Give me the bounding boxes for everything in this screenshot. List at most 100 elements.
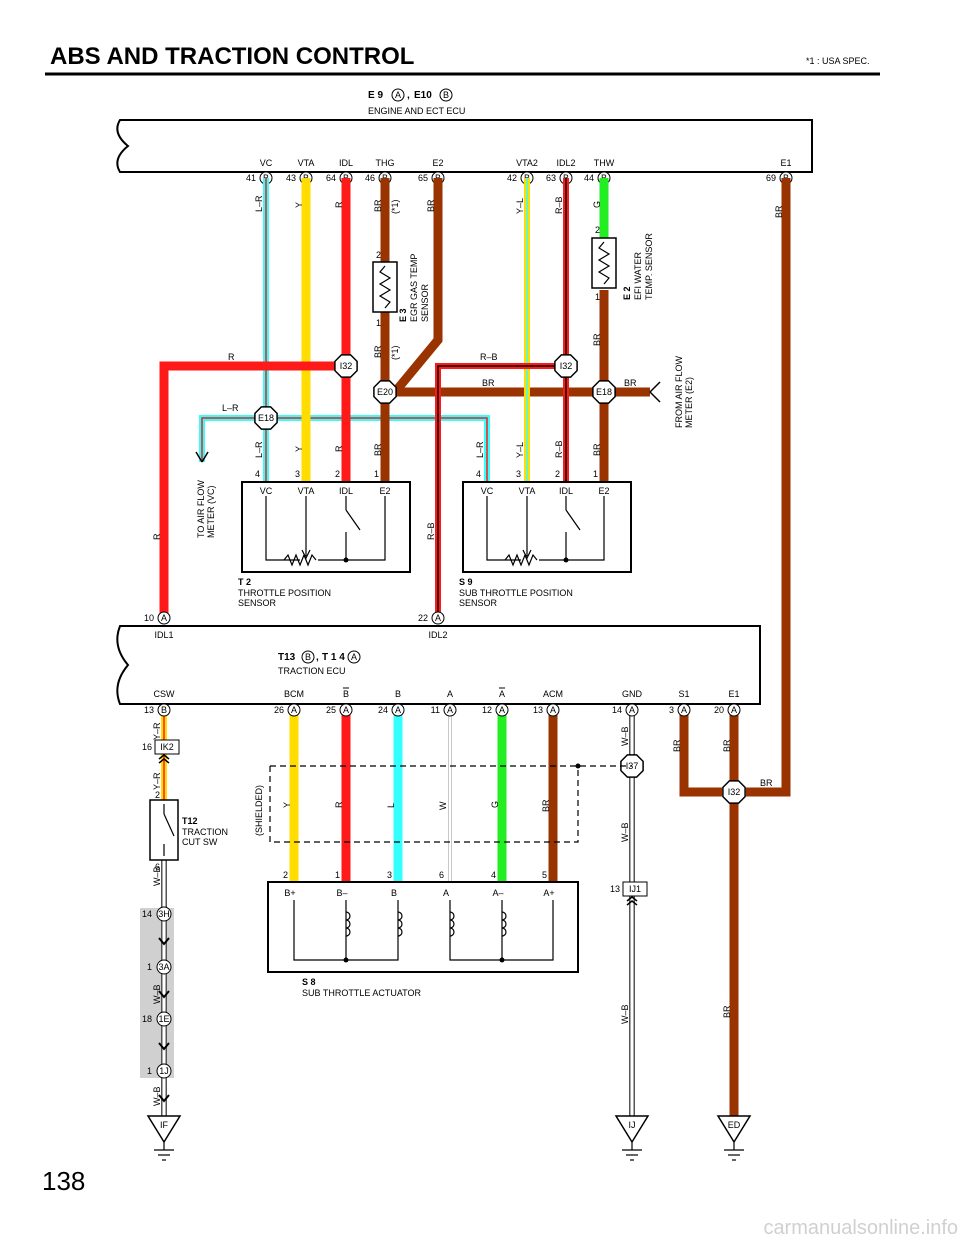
svg-text:11: 11 bbox=[431, 705, 440, 715]
spec-note: *1 : USA SPEC. bbox=[806, 56, 870, 66]
svg-text:2: 2 bbox=[376, 250, 381, 260]
svg-text:14: 14 bbox=[612, 705, 622, 715]
svg-text:S1: S1 bbox=[678, 689, 689, 699]
svg-text:46: 46 bbox=[365, 173, 375, 183]
svg-text:BR: BR bbox=[760, 778, 773, 788]
svg-text:THW: THW bbox=[594, 158, 615, 168]
svg-text:BR: BR bbox=[774, 205, 784, 218]
svg-text:B: B bbox=[343, 689, 349, 699]
svg-text:BR: BR bbox=[722, 739, 732, 752]
svg-text:B–: B– bbox=[336, 888, 347, 898]
svg-text:2: 2 bbox=[555, 469, 560, 479]
svg-text:BCM: BCM bbox=[284, 689, 304, 699]
svg-text:W–B: W–B bbox=[152, 984, 162, 1004]
svg-text:I32: I32 bbox=[560, 361, 573, 371]
coil-2 bbox=[449, 911, 455, 937]
svg-text:A: A bbox=[435, 613, 441, 623]
ground-ij: IJ bbox=[614, 1115, 650, 1161]
svg-text:1: 1 bbox=[147, 962, 152, 972]
svg-text:ED: ED bbox=[728, 1120, 741, 1130]
svg-text:L–R: L–R bbox=[475, 441, 485, 458]
svg-text:VTA2: VTA2 bbox=[516, 158, 538, 168]
svg-text:BR: BR bbox=[592, 443, 602, 456]
svg-text:Y–L: Y–L bbox=[515, 198, 525, 214]
svg-text:ACM: ACM bbox=[543, 689, 563, 699]
svg-text:A: A bbox=[443, 888, 449, 898]
svg-text:ENGINE AND ECT ECU: ENGINE AND ECT ECU bbox=[368, 106, 465, 116]
svg-text:T 1 4: T 1 4 bbox=[322, 652, 345, 663]
svg-text:43: 43 bbox=[286, 173, 296, 183]
svg-text:69: 69 bbox=[766, 173, 776, 183]
svg-text:BR: BR bbox=[624, 378, 637, 388]
svg-text:TO AIR FLOW: TO AIR FLOW bbox=[196, 480, 206, 538]
svg-text:BR: BR bbox=[722, 1005, 732, 1018]
junction-i32-lower: I32 bbox=[722, 780, 746, 804]
svg-text:A: A bbox=[291, 705, 297, 715]
svg-text:2: 2 bbox=[335, 469, 340, 479]
svg-text:2: 2 bbox=[155, 790, 160, 800]
svg-text:T13: T13 bbox=[278, 652, 296, 663]
svg-text:VTA: VTA bbox=[298, 158, 315, 168]
svg-text:IK2: IK2 bbox=[160, 742, 174, 752]
svg-text:BR: BR bbox=[373, 443, 383, 456]
junction-i32-upper-right: I32 bbox=[554, 354, 578, 378]
svg-text:E 9: E 9 bbox=[368, 90, 383, 101]
svg-text:TEMP. SENSOR: TEMP. SENSOR bbox=[644, 233, 654, 300]
traction-ecu-label: T13 B , T 1 4 A TRACTION ECU bbox=[278, 650, 361, 676]
svg-text:A: A bbox=[161, 613, 167, 623]
svg-text:IDL1: IDL1 bbox=[154, 630, 173, 640]
svg-text:2: 2 bbox=[595, 225, 600, 235]
svg-text:Y: Y bbox=[282, 802, 292, 808]
s8-pin-2: 3B bbox=[387, 870, 397, 898]
svg-text:SENSOR: SENSOR bbox=[459, 598, 498, 608]
svg-text:THG: THG bbox=[376, 158, 395, 168]
svg-text:A: A bbox=[447, 705, 453, 715]
svg-text:METER (E2): METER (E2) bbox=[684, 377, 694, 428]
wires bbox=[159, 178, 791, 1122]
s8-pin-4: 4A– bbox=[491, 870, 504, 898]
svg-text:,: , bbox=[407, 90, 410, 101]
svg-text:24: 24 bbox=[378, 705, 388, 715]
svg-text:CUT SW: CUT SW bbox=[182, 837, 218, 847]
svg-text:A: A bbox=[499, 689, 505, 699]
svg-text:22: 22 bbox=[418, 613, 428, 623]
svg-text:TRACTION: TRACTION bbox=[182, 827, 228, 837]
svg-text:Y–L: Y–L bbox=[515, 442, 525, 458]
svg-text:2: 2 bbox=[283, 870, 288, 880]
svg-text:3A: 3A bbox=[158, 962, 169, 972]
connector-3a: 1 3A bbox=[147, 959, 172, 999]
svg-text:R–B: R–B bbox=[554, 440, 564, 458]
s8-pin-0: 2B+ bbox=[283, 870, 296, 898]
svg-text:Y: Y bbox=[294, 202, 304, 208]
svg-text:BR: BR bbox=[482, 378, 495, 388]
svg-text:IDL2: IDL2 bbox=[556, 158, 575, 168]
svg-text:42: 42 bbox=[507, 173, 517, 183]
svg-text:6: 6 bbox=[439, 870, 444, 880]
svg-text:E10: E10 bbox=[414, 90, 432, 101]
svg-text:13: 13 bbox=[610, 884, 620, 894]
junction-e20: E20 bbox=[373, 380, 397, 404]
egr-gas-temp-sensor: 2 1 E 3 EGR GAS TEMP SENSOR bbox=[372, 250, 430, 328]
svg-text:4: 4 bbox=[255, 469, 260, 479]
svg-text:14: 14 bbox=[142, 909, 152, 919]
svg-text:I32: I32 bbox=[340, 361, 353, 371]
svg-text:SENSOR: SENSOR bbox=[420, 283, 430, 322]
svg-text:SUB THROTTLE POSITION: SUB THROTTLE POSITION bbox=[459, 588, 573, 598]
